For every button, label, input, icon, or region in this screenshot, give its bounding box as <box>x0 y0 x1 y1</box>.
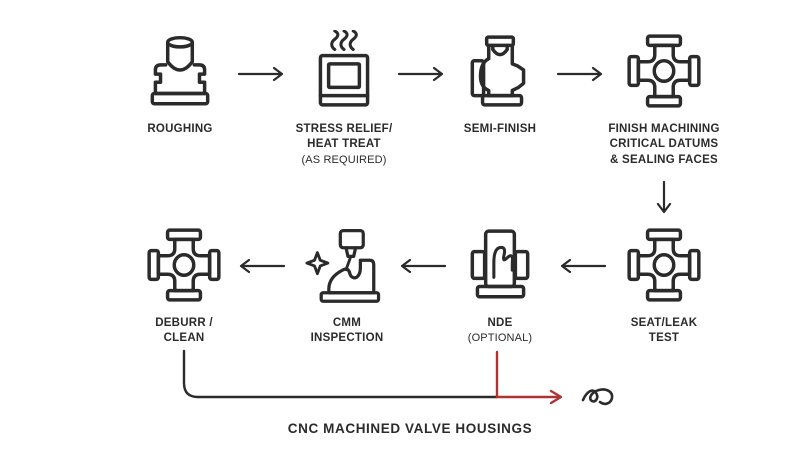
stage-label-note: (AS REQUIRED) <box>301 153 387 166</box>
cross-valve-icon <box>623 30 705 112</box>
oven-heat-icon <box>303 30 385 112</box>
stage-label: CMM INSPECTION <box>311 316 384 347</box>
stage-stress-relief: STRESS RELIEF/ HEAT TREAT (AS REQUIRED) <box>269 30 419 167</box>
arrow-right-icon <box>556 65 605 88</box>
stage-label-line: ROUGHING <box>147 123 213 135</box>
stage-label: SEMI-FINISH <box>464 122 536 137</box>
cross-valve-icon <box>623 224 705 306</box>
stage-label: DEBURR / CLEAN <box>155 316 213 347</box>
stage-label: STRESS RELIEF/ HEAT TREAT (AS REQUIRED) <box>296 122 393 167</box>
stage-label-line: & SEALING FACES <box>610 153 718 166</box>
stage-semi-finish: SEMI-FINISH <box>425 30 575 137</box>
stage-deburr-clean: DEBURR / CLEAN <box>109 224 259 347</box>
squiggle-output-icon <box>581 388 614 406</box>
arrow-right-icon <box>237 65 286 88</box>
stage-label-line: INSPECTION <box>310 332 384 345</box>
stage-label-line: CMM <box>332 317 362 329</box>
arrow-left-icon <box>237 257 286 280</box>
stage-roughing: ROUGHING <box>105 30 255 137</box>
stage-label-line: TEST <box>648 332 680 345</box>
stage-nde: NDE (OPTIONAL) <box>425 224 575 346</box>
arrow-right-icon <box>397 65 446 88</box>
stage-seat-leak-test: SEAT/LEAK TEST <box>589 224 739 347</box>
stage-label: ROUGHING <box>147 122 212 137</box>
stage-label-line: CRITICAL DATUMS <box>609 138 719 151</box>
stage-label-line: CLEAN <box>163 332 205 345</box>
diagram-title: CNC MACHINED VALVE HOUSINGS <box>287 421 533 436</box>
nde-valve-icon <box>459 224 541 306</box>
stage-label-line: DEBURR / <box>155 317 213 329</box>
stage-label-note: (OPTIONAL) <box>467 332 533 345</box>
stage-label-line: NDE <box>487 317 513 329</box>
arrow-left-icon <box>558 257 607 280</box>
stage-label: FINISH MACHINING CRITICAL DATUMS & SEALI… <box>608 122 719 168</box>
stage-cmm-inspection: CMM INSPECTION <box>272 224 422 347</box>
stage-label: SEAT/LEAK TEST <box>631 316 698 347</box>
stage-finish-machining: FINISH MACHINING CRITICAL DATUMS & SEALI… <box>589 30 739 168</box>
cmm-probe-icon <box>304 224 390 306</box>
stage-label-line: SEMI-FINISH <box>463 123 537 135</box>
stage-label-line: FINISH MACHINING <box>608 123 720 135</box>
stage-label-line: SEAT/LEAK <box>630 317 698 329</box>
arrow-down-icon <box>656 180 672 224</box>
red-arrowhead-icon <box>549 389 563 405</box>
arrow-left-icon <box>398 257 447 280</box>
cross-valve-icon <box>143 224 225 306</box>
stage-label: NDE (OPTIONAL) <box>468 316 532 346</box>
stage-label-line: HEAT TREAT <box>307 138 381 151</box>
semi-finished-valve-icon <box>459 30 541 112</box>
rough-casting-icon <box>139 30 221 112</box>
nde-optional-branch-line <box>495 350 560 399</box>
stage-label-line: STRESS RELIEF/ <box>295 123 393 135</box>
deburr-output-line <box>182 349 499 399</box>
